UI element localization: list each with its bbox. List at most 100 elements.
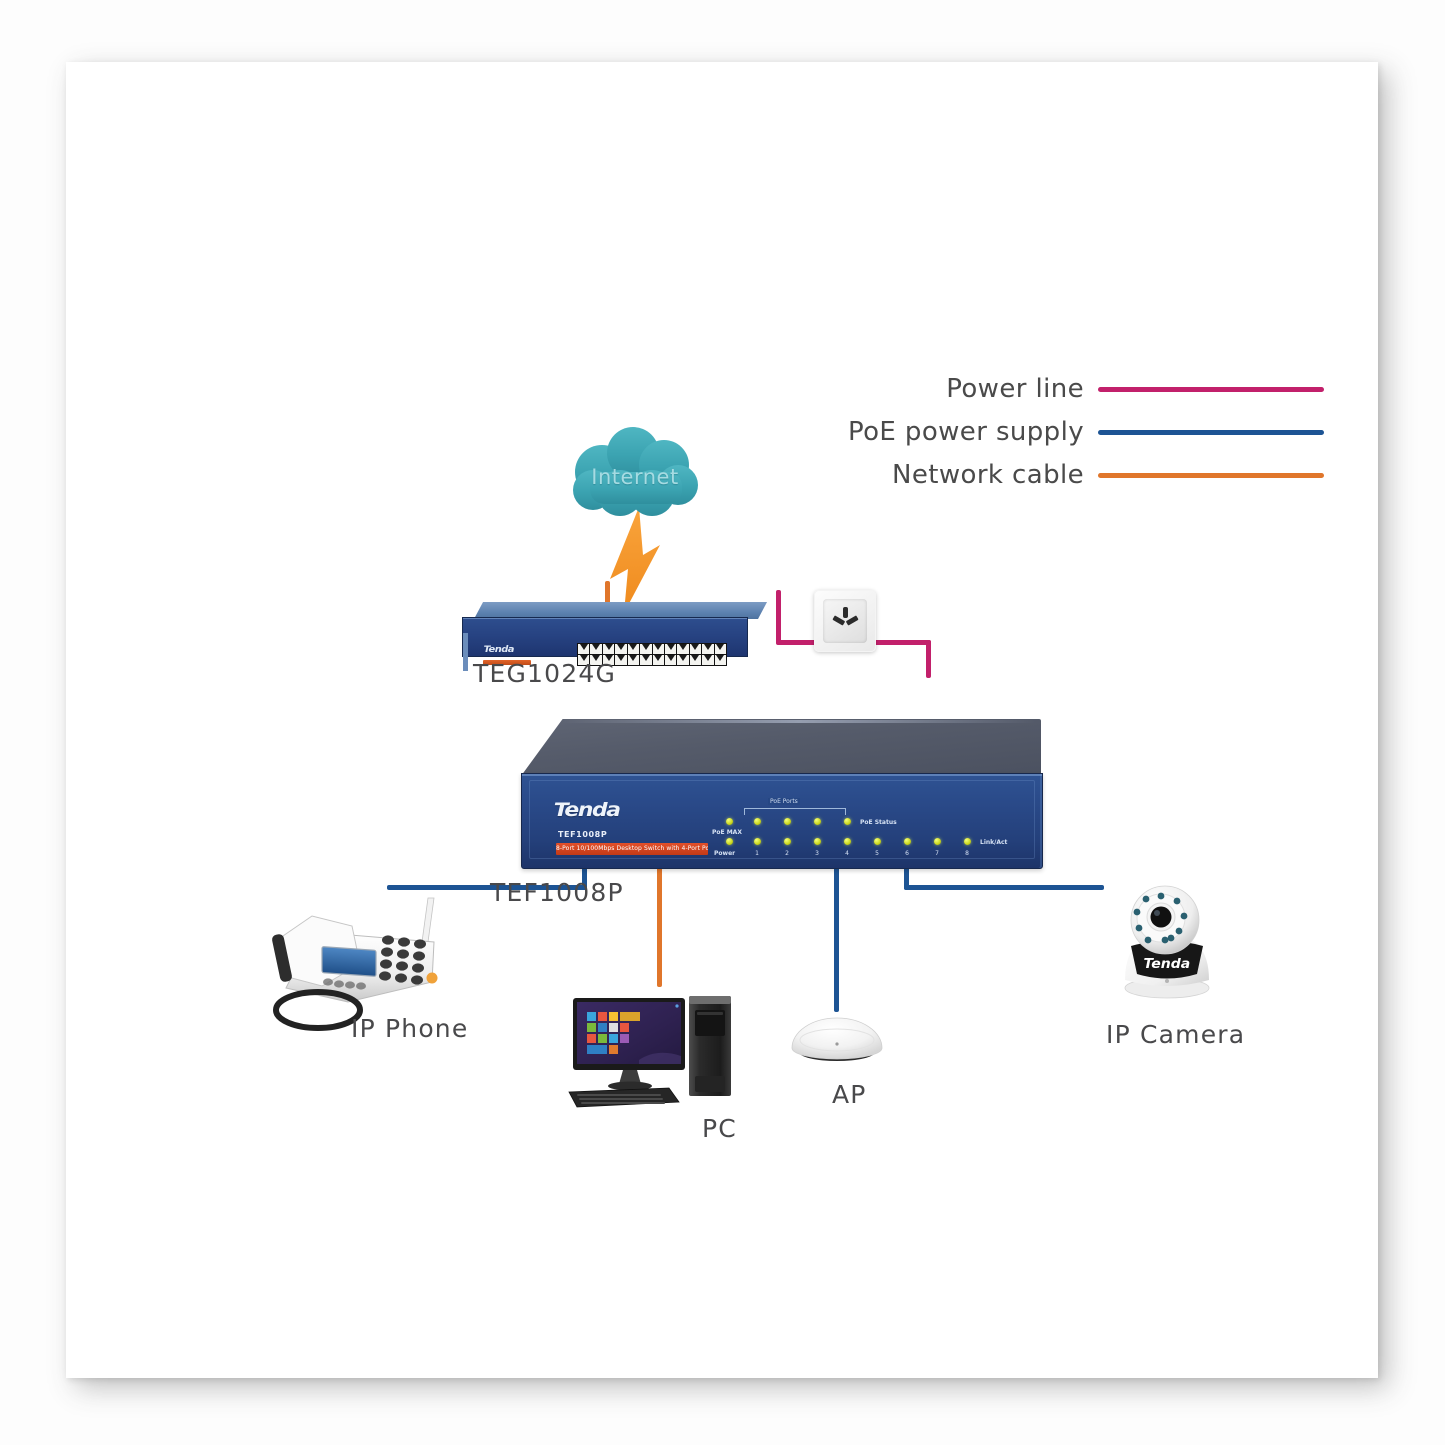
cloud-shape xyxy=(573,427,698,516)
poe-ports-bracket xyxy=(744,808,846,815)
teg-port[interactable] xyxy=(714,644,726,654)
teg-port[interactable] xyxy=(652,655,664,665)
port-number-8: 8 xyxy=(965,850,969,857)
cable-poe-camera-run xyxy=(904,885,1104,890)
label-tef1008p: TEF1008P xyxy=(490,878,624,907)
camera-lens-glint xyxy=(1154,910,1160,916)
legend-label-network-cable: Network cable xyxy=(892,460,1084,490)
teg-port[interactable] xyxy=(689,644,702,654)
led-link-port-5 xyxy=(874,838,881,845)
device-ip-phone[interactable] xyxy=(256,890,466,1031)
ap-led xyxy=(835,1042,839,1046)
teg-port[interactable] xyxy=(602,655,615,665)
teg-port-array[interactable] xyxy=(577,643,727,666)
teg-port[interactable] xyxy=(702,655,714,665)
monitor-stand xyxy=(619,1070,641,1084)
teg-port[interactable] xyxy=(677,655,689,665)
keyboard xyxy=(568,1087,680,1108)
led-link-port-6 xyxy=(904,838,911,845)
teg-port[interactable] xyxy=(578,655,590,665)
teg-port[interactable] xyxy=(714,655,726,665)
teg-port[interactable] xyxy=(689,655,702,665)
phone-keypad xyxy=(379,935,426,985)
phone-handset-dark xyxy=(272,934,292,982)
teg-port[interactable] xyxy=(615,644,627,654)
tef-brand-logo: Tenda xyxy=(553,799,621,821)
keyboard-keys xyxy=(577,1094,665,1104)
teg-port[interactable] xyxy=(602,644,615,654)
tef-chassis-top xyxy=(521,719,1041,776)
led-link-port-4 xyxy=(844,838,851,845)
port-number-5: 5 xyxy=(875,850,879,857)
teg-port[interactable] xyxy=(664,644,677,654)
port-number-6: 6 xyxy=(905,850,909,857)
teg-port[interactable] xyxy=(640,655,652,665)
phone-antenna-icon xyxy=(421,897,435,943)
led-power xyxy=(726,838,733,845)
device-wireless-ap[interactable] xyxy=(784,1010,890,1061)
led-poe-port-1 xyxy=(754,818,761,825)
camera-ir-leds xyxy=(1133,892,1188,944)
port-number-3: 3 xyxy=(815,850,819,857)
legend-label-power-line: Power line xyxy=(946,374,1084,404)
poe-max-label: PoE MAX xyxy=(712,829,742,836)
teg-port[interactable] xyxy=(615,655,627,665)
label-ip-phone: IP Phone xyxy=(351,1014,469,1043)
monitor-power-led xyxy=(675,1004,679,1008)
cable-network-pc xyxy=(657,807,662,987)
phone-brand-keys xyxy=(323,978,366,990)
poe-status-label: PoE Status xyxy=(860,819,897,826)
teg-port[interactable] xyxy=(652,644,664,654)
monitor-wallpaper-swirl xyxy=(639,1052,681,1064)
teg-front-panel: Tenda xyxy=(462,617,748,671)
teg-port[interactable] xyxy=(640,644,652,654)
teg-port[interactable] xyxy=(590,644,602,654)
device-pc[interactable] xyxy=(561,992,741,1112)
socket-slot-ground xyxy=(843,607,848,618)
led-link-port-8 xyxy=(964,838,971,845)
device-tef1008p-switch[interactable]: Tenda TEF1008P 8-Port 10/100Mbps Desktop… xyxy=(521,719,1043,871)
teg-port[interactable] xyxy=(627,655,640,665)
cable-poe-phone-run xyxy=(387,885,587,890)
led-poe-port-4 xyxy=(844,818,851,825)
tef-model-text: TEF1008P xyxy=(558,830,608,839)
phone-cord xyxy=(273,989,363,1031)
led-link-port-1 xyxy=(754,838,761,845)
camera-lens xyxy=(1150,906,1172,928)
network-topology-diagram: Internet Tenda xyxy=(66,62,1378,1378)
pc-tower-vent xyxy=(697,1012,723,1015)
teg-port[interactable] xyxy=(677,644,689,654)
teg-port[interactable] xyxy=(590,655,602,665)
cable-poe-ap xyxy=(834,807,839,1012)
tef-panel-bezel xyxy=(529,780,1035,859)
ap-dome xyxy=(791,1017,883,1060)
label-ip-camera: IP Camera xyxy=(1106,1020,1246,1049)
device-teg1024g-switch[interactable]: Tenda xyxy=(462,602,768,671)
teg-port[interactable] xyxy=(702,644,714,654)
pc-tower-front-panel xyxy=(695,1076,725,1092)
teg-ghost-text xyxy=(545,646,548,657)
teg-port[interactable] xyxy=(664,655,677,665)
wall-power-socket[interactable] xyxy=(814,590,876,652)
label-ap: AP xyxy=(832,1080,867,1109)
port-number-1: 1 xyxy=(755,850,759,857)
legend-label-poe-power-supply: PoE power supply xyxy=(847,417,1084,447)
led-link-port-3 xyxy=(814,838,821,845)
camera-status-led xyxy=(1165,979,1169,983)
tef-product-banner: 8-Port 10/100Mbps Desktop Switch with 4-… xyxy=(556,843,708,855)
legend-swatch-poe-power-supply xyxy=(1098,430,1324,435)
label-pc: PC xyxy=(702,1114,737,1143)
legend-item-power-line: Power line xyxy=(871,372,1324,406)
teg-port[interactable] xyxy=(627,644,640,654)
phone-indicator-light xyxy=(426,972,438,984)
linkact-label: Link/Act xyxy=(980,839,1008,846)
cable-power-socket-drop xyxy=(776,590,781,644)
monitor-base xyxy=(608,1081,652,1091)
teg-port[interactable] xyxy=(578,644,590,654)
label-teg1024g: TEG1024G xyxy=(473,659,617,688)
pc-tower-top xyxy=(689,996,731,1004)
device-ip-camera[interactable]: Tenda xyxy=(1101,880,1233,1000)
socket-face xyxy=(823,599,867,643)
tef-top-highlight xyxy=(561,720,1036,723)
